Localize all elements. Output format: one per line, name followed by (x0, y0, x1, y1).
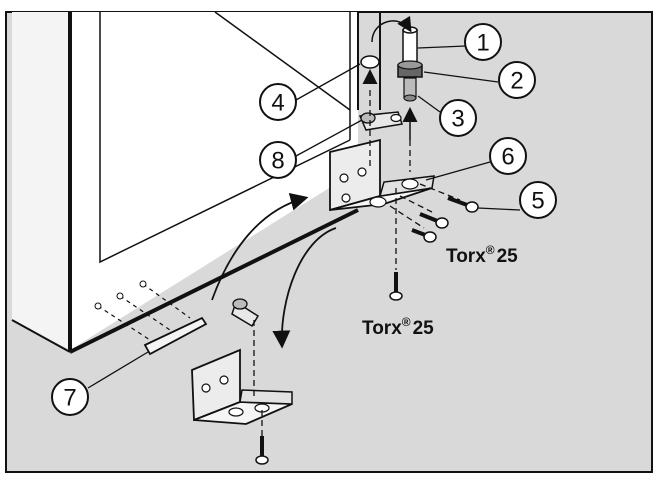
torx-label-lower: Torx®25 (362, 315, 434, 339)
hinge-pin (397, 26, 423, 102)
callout-3: 3 (439, 99, 477, 137)
svg-text:2: 2 (510, 68, 523, 95)
screws-upper (411, 196, 479, 243)
svg-text:1: 1 (476, 30, 489, 57)
callout-2: 2 (498, 61, 536, 99)
arrow-move-down (272, 227, 337, 349)
hinge-link-lower (231, 298, 260, 328)
callout-leaders (87, 45, 521, 389)
callout-1: 1 (464, 23, 502, 61)
guide-lines-upper (369, 90, 461, 270)
trim-plate (94, 280, 208, 356)
screw-bottom-lower (255, 436, 269, 465)
svg-text:4: 4 (271, 90, 284, 117)
arrow-move-up (211, 193, 309, 301)
callout-7: 7 (51, 378, 89, 416)
guide-lines-lower (253, 320, 263, 440)
hinge-bracket-lower (191, 348, 293, 425)
svg-text:6: 6 (501, 144, 514, 171)
screw-bottom-upper (389, 272, 403, 301)
hinge-bracket-upper (329, 138, 435, 212)
torx-label-upper: Torx®25 (446, 243, 518, 267)
callout-4: 4 (259, 83, 297, 121)
svg-text:3: 3 (451, 106, 464, 133)
swap-arrow-top (371, 15, 412, 43)
svg-text:7: 7 (63, 385, 76, 412)
cover-cap (360, 55, 380, 69)
svg-text:5: 5 (531, 188, 544, 215)
callout-8: 8 (259, 141, 297, 179)
callout-5: 5 (519, 181, 557, 219)
svg-text:8: 8 (271, 148, 284, 175)
callout-6: 6 (489, 137, 527, 175)
